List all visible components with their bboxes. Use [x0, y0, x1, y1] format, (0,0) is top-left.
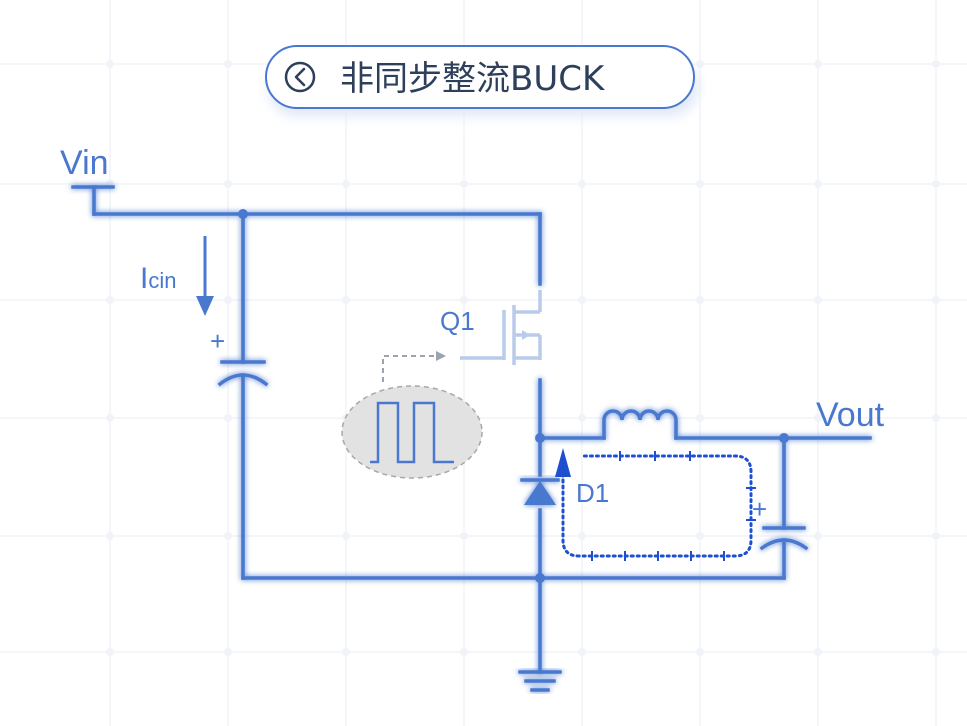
diode-d1	[520, 478, 560, 505]
mosfet-q1	[460, 290, 542, 365]
q1-label: Q1	[440, 306, 475, 336]
cin-plus-label: +	[210, 326, 225, 356]
circuit-wires	[71, 185, 872, 674]
current-loop-path	[555, 448, 756, 561]
gate-drive-arrow	[382, 351, 446, 382]
page-title: 非同步整流BUCK	[340, 59, 606, 99]
square-wave-icon	[341, 385, 483, 479]
d1-label: D1	[576, 478, 609, 508]
chevron-left-icon	[284, 61, 316, 93]
ground-icon	[518, 670, 562, 692]
icin-label: Icin	[140, 262, 176, 295]
cout-plus-label: +	[752, 494, 767, 524]
back-button[interactable]	[284, 61, 316, 93]
title-bar: 非同步整流BUCK	[265, 45, 698, 116]
junction-nodes	[238, 209, 789, 583]
vout-label: Vout	[816, 396, 885, 434]
vin-label: Vin	[60, 144, 109, 182]
icin-arrow	[196, 236, 214, 316]
